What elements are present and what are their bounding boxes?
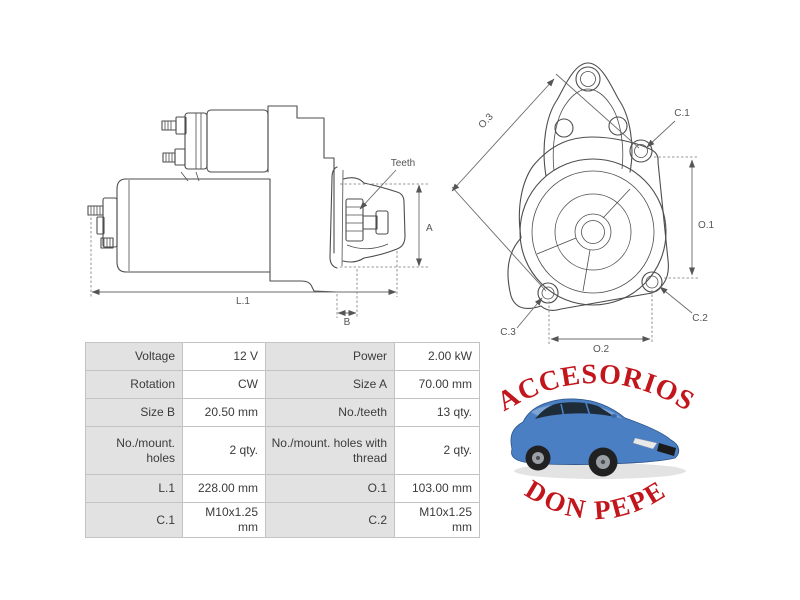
spec-value-mount-holes: 2 qty.: [182, 426, 266, 475]
spec-value-c1: M10x1.25 mm: [182, 502, 266, 538]
spec-row-c1-c2: C.1 M10x1.25 mm C.2 M10x1.25 mm: [85, 502, 480, 538]
spec-label-mount-holes-thread: No./mount. holes with thread: [265, 426, 395, 475]
spec-label-l1: L.1: [85, 474, 183, 503]
car-rear-wheel: [525, 445, 551, 471]
car-headlight: [632, 437, 658, 450]
dim-label-o2: O.2: [593, 344, 610, 355]
teeth-label: Teeth: [391, 158, 415, 169]
spec-value-size-a: 70.00 mm: [394, 370, 480, 399]
mounting-flange-outline: [507, 136, 669, 312]
spec-value-o1: 103.00 mm: [394, 474, 480, 503]
spec-value-power: 2.00 kW: [394, 342, 480, 371]
spec-label-c2: C.2: [265, 502, 395, 538]
side-view-diagram: A L.1 B Teeth: [87, 105, 433, 328]
bearing-circles: [519, 158, 667, 306]
spec-row-sizeb-teeth: Size B 20.50 mm No./teeth 13 qty.: [85, 398, 480, 427]
front-view-diagram: O.3 C.1 O.1 O.2 C.2 C.3: [451, 62, 715, 355]
spec-value-voltage: 12 V: [182, 342, 266, 371]
pinion-gear: [345, 198, 364, 242]
dim-label-c1: C.1: [674, 108, 690, 119]
side-view-dimensions: A L.1 B Teeth: [90, 158, 433, 328]
rear-end-cap: [87, 197, 118, 249]
spec-row-mount-holes: No./mount. holes 2 qty. No./mount. holes…: [85, 426, 480, 475]
spec-label-mount-holes: No./mount. holes: [85, 426, 183, 475]
spec-value-mount-holes-thread: 2 qty.: [394, 426, 480, 475]
hole-c1: [629, 139, 653, 163]
hole-c3: [537, 282, 559, 304]
dim-label-a: A: [426, 223, 433, 234]
car-window-pillars: [560, 402, 591, 418]
dim-label-c3: C.3: [500, 327, 516, 338]
motor-body-outline: [116, 178, 271, 273]
car-front-wheel: [588, 447, 618, 477]
spec-label-size-b: Size B: [85, 398, 183, 427]
car-side-mirror: [611, 414, 617, 418]
brand-text-bottom: DON PEPE: [520, 474, 672, 526]
solenoid-terminal-studs: [161, 116, 187, 166]
dim-label-o1: O.1: [698, 220, 715, 231]
brand-logo: ACCESORIOS DON PEPE: [492, 359, 699, 526]
drive-end-housing: [329, 166, 406, 269]
brand-arc-bottom-text: DON PEPE: [520, 474, 669, 526]
bell-hole-left: [554, 118, 574, 138]
spec-value-c2: M10x1.25 mm: [394, 502, 480, 538]
spec-value-size-b: 20.50 mm: [182, 398, 266, 427]
spec-label-power: Power: [265, 342, 395, 371]
front-view-dimensions: O.3 C.1 O.1 O.2 C.2 C.3: [451, 73, 715, 355]
brand-car-illustration: [510, 398, 686, 479]
spec-label-rotation: Rotation: [85, 370, 183, 399]
spec-row-rotation-sizea: Rotation CW Size A 70.00 mm: [85, 370, 480, 399]
spec-label-voltage: Voltage: [85, 342, 183, 371]
bell-hole-right: [608, 116, 628, 136]
spec-value-l1: 228.00 mm: [182, 474, 266, 503]
dim-label-o3: O.3: [477, 111, 496, 131]
spec-table: Voltage 12 V Power 2.00 kW Rotation CW S…: [85, 342, 480, 538]
dim-label-c2: C.2: [692, 313, 708, 324]
top-bell-housing: [543, 62, 633, 177]
spec-label-size-a: Size A: [265, 370, 395, 399]
spec-label-c1: C.1: [85, 502, 183, 538]
car-grille: [657, 443, 676, 456]
spec-label-teeth: No./teeth: [265, 398, 395, 427]
dim-label-l1: L.1: [236, 296, 250, 307]
drive-end-block-outline: [267, 105, 335, 254]
dim-label-b: B: [344, 317, 351, 328]
spec-value-teeth: 13 qty.: [394, 398, 480, 427]
car-windows: [535, 402, 615, 419]
spec-row-voltage-power: Voltage 12 V Power 2.00 kW: [85, 342, 480, 371]
solenoid-body: [206, 109, 269, 173]
spec-label-o1: O.1: [265, 474, 395, 503]
spec-row-l1-o1: L.1 228.00 mm O.1 103.00 mm: [85, 474, 480, 503]
spec-value-rotation: CW: [182, 370, 266, 399]
